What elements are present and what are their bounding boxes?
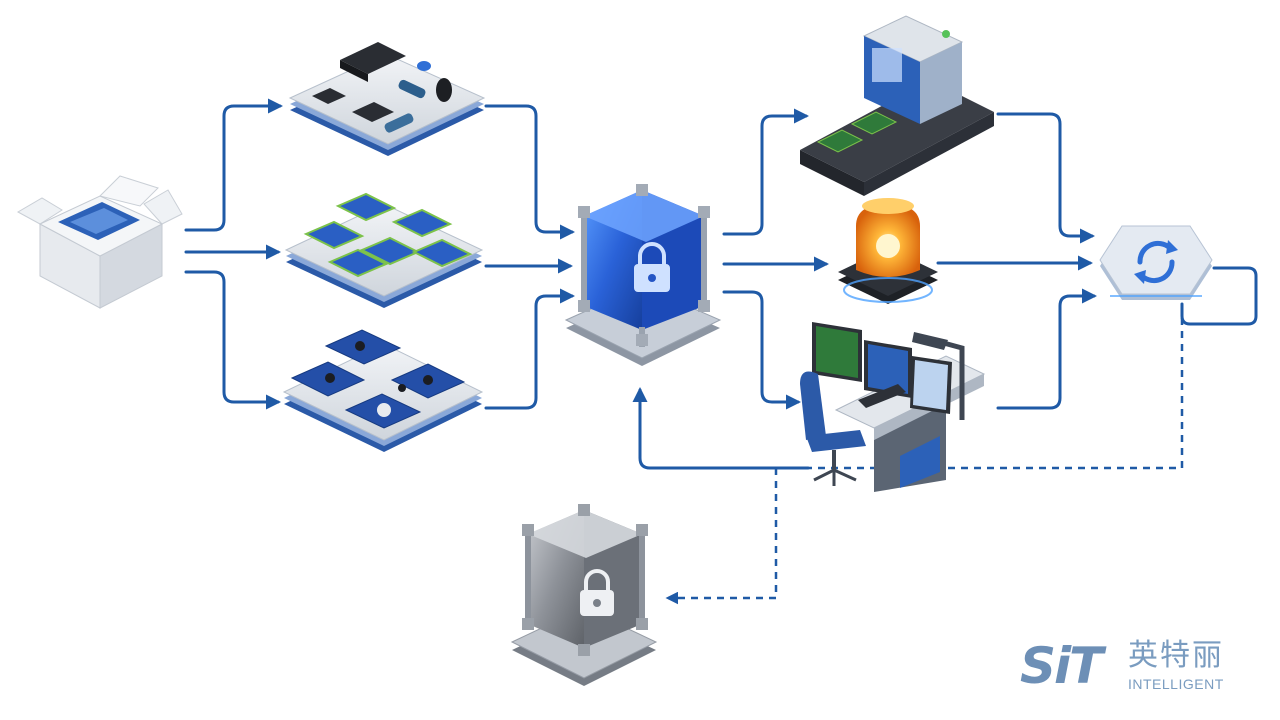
alarm-beacon-icon[interactable] [838, 198, 938, 304]
flow-vault-to-conveyor [722, 108, 809, 236]
pcb-panel-icon[interactable] [284, 192, 484, 308]
brand-name-english: INTELLIGENT [1128, 676, 1224, 692]
brand-logo: SiT 英特丽 INTELLIGENT [1020, 636, 1256, 700]
operator-workstation-icon[interactable] [800, 322, 986, 492]
flow-assembled-to-vault [484, 288, 575, 410]
component-tray-icon[interactable] [288, 42, 486, 156]
flow-box-to-assembled-boards [184, 270, 281, 410]
package-box-icon[interactable] [16, 175, 183, 309]
flow-box-to-components [184, 98, 283, 232]
quarantine-vault-icon[interactable] [510, 504, 658, 686]
flow-components-to-vault [484, 104, 575, 240]
flow-quarantine-dashed [665, 468, 778, 605]
secure-vault-icon[interactable] [564, 184, 722, 366]
flow-sync-loop [1180, 266, 1258, 326]
sync-cycle-icon[interactable] [1099, 225, 1213, 300]
flow-conveyor-to-sync [996, 112, 1095, 244]
brand-name-chinese: 英特丽 [1128, 638, 1224, 673]
brand-logo-mark: SiT [1020, 637, 1103, 695]
flow-feedback-to-vault [632, 387, 810, 470]
flow-connectors [184, 98, 1258, 605]
flow-vault-to-workstation [722, 290, 801, 410]
flow-workstation-to-sync [996, 288, 1097, 410]
smt-conveyor-icon[interactable] [800, 15, 994, 196]
assembled-board-icon[interactable] [282, 329, 484, 452]
